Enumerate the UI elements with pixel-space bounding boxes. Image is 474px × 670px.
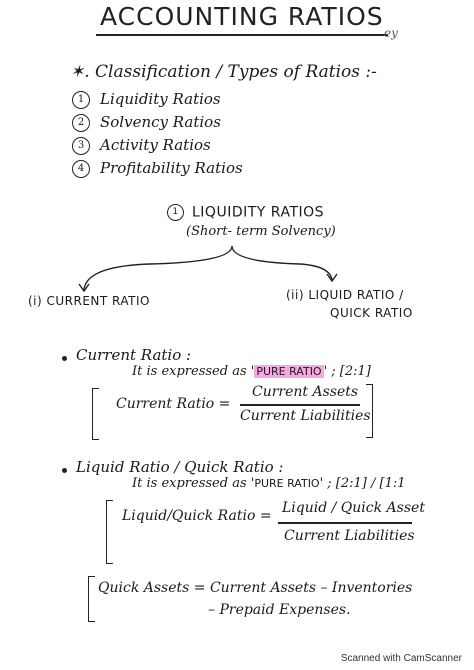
desc-suffix: ' ; [2:1] / [1:1: [319, 476, 406, 491]
item-number: 1: [72, 91, 90, 109]
item-number: 2: [72, 114, 90, 132]
pure-ratio-highlight: PURE RATIO: [254, 365, 324, 378]
formula-bracket-left: [106, 500, 113, 564]
quick-assets-line2: – Prepaid Expenses.: [208, 602, 351, 618]
arrow-left-head: [78, 283, 90, 293]
current-ratio-title: Current Ratio :: [76, 346, 192, 364]
desc-prefix: It is expressed as ': [132, 364, 255, 379]
current-ratio-desc: It is expressed as 'PURE RATIO' ; [2:1]: [132, 364, 371, 379]
desc-suffix: ' ; [2:1]: [323, 364, 371, 379]
fraction-line: [278, 522, 412, 524]
desc-prefix: It is expressed as ': [132, 476, 255, 491]
item-number: 3: [72, 137, 90, 155]
current-ratio-numerator: Current Assets: [252, 384, 359, 400]
current-ratio-denominator: Current Liabilities: [240, 408, 371, 424]
classification-item: 2 Solvency Ratios: [72, 113, 221, 132]
quick-ratio-denominator: Current Liabilities: [284, 528, 415, 544]
item-label: Profitability Ratios: [100, 159, 243, 177]
item-label: Liquidity Ratios: [100, 90, 221, 108]
quick-ratio-numerator: Liquid / Quick Asset: [282, 500, 425, 516]
fraction-line: [240, 404, 360, 406]
branch-quick-ratio: QUICK RATIO: [330, 306, 413, 320]
classification-item: 4 Profitability Ratios: [72, 159, 243, 178]
classification-heading: ✶. Classification / Types of Ratios :-: [70, 62, 377, 82]
quick-assets-bracket: [88, 576, 95, 622]
branch-liquid-ratio: (ii) LIQUID RATIO /: [286, 288, 404, 302]
quick-ratio-title: Liquid Ratio / Quick Ratio :: [76, 458, 284, 476]
signature: ey: [384, 26, 398, 40]
title-underline: [96, 34, 388, 36]
bullet: [62, 356, 67, 361]
current-ratio-lhs: Current Ratio =: [116, 396, 231, 412]
quick-ratio-desc: It is expressed as 'PURE RATIO' ; [2:1] …: [132, 476, 406, 491]
classification-item: 1 Liquidity Ratios: [72, 90, 221, 109]
quick-assets-line1: Quick Assets = Current Assets – Inventor…: [98, 580, 413, 596]
branch-diagram: [78, 245, 338, 293]
liquidity-number: 1: [167, 204, 184, 221]
quick-ratio-lhs: Liquid/Quick Ratio =: [122, 508, 272, 524]
liquidity-heading: 1 LIQUIDITY RATIOS: [167, 204, 324, 221]
item-number: 4: [72, 160, 90, 178]
branch-current-ratio: (i) CURRENT RATIO: [28, 294, 150, 308]
classification-item: 3 Activity Ratios: [72, 136, 211, 155]
bullet: [62, 468, 67, 473]
branch-right-line: [231, 245, 333, 281]
page-title: ACCOUNTING RATIOS: [100, 2, 384, 31]
branch-left-line: [83, 245, 233, 291]
formula-bracket-right: [366, 384, 373, 438]
item-label: Solvency Ratios: [100, 113, 221, 131]
liquidity-heading-text: LIQUIDITY RATIOS: [192, 204, 325, 221]
pure-ratio-text: PURE RATIO: [254, 477, 320, 490]
scanner-watermark: Scanned with CamScanner: [340, 653, 462, 664]
arrow-right-head: [326, 273, 338, 283]
formula-bracket-left: [92, 388, 99, 440]
item-label: Activity Ratios: [100, 136, 211, 154]
liquidity-subheading: (Short- term Solvency): [186, 224, 336, 239]
